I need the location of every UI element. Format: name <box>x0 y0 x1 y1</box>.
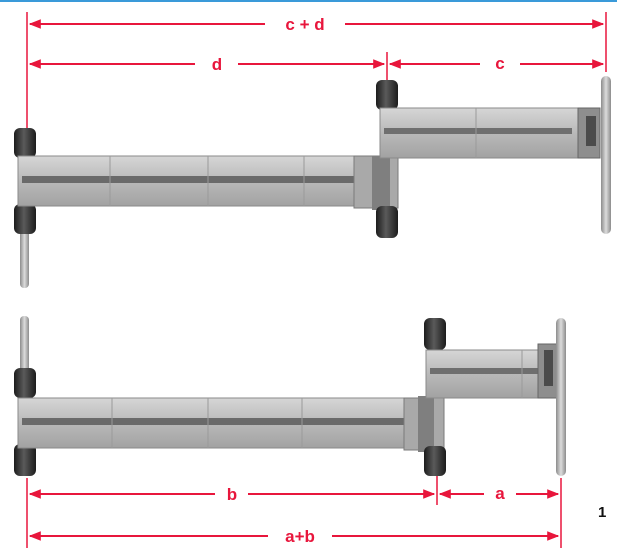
label-b: b <box>227 485 237 504</box>
bottom-short-beam-slot <box>430 368 540 374</box>
bottom-coupling-clamp <box>418 396 434 452</box>
top-middle-pin-cap <box>376 80 398 110</box>
top-coupling-clamp <box>372 156 390 210</box>
top-short-beam-slot <box>384 128 572 134</box>
label-a: a <box>495 484 505 503</box>
top-left-pin-cap <box>14 128 36 158</box>
bottom-middle-pin-base <box>424 446 446 476</box>
label-c: c <box>495 54 504 73</box>
top-long-beam-slot <box>22 176 374 183</box>
top-left-pin-base <box>14 204 36 234</box>
label-c-plus-d: c + d <box>285 15 324 34</box>
bottom-left-rod <box>20 316 29 376</box>
top-border-line <box>0 0 617 2</box>
bottom-right-rod <box>556 318 566 476</box>
bottom-dimensions: b a a+b <box>26 476 562 548</box>
figure-number: 1 <box>598 504 606 521</box>
bottom-right-adjuster-screw <box>544 350 553 386</box>
bottom-left-pin-cap <box>14 368 36 398</box>
label-d: d <box>212 55 222 74</box>
bottom-long-beam-slot <box>22 418 412 425</box>
top-right-adjuster-screw <box>586 116 596 146</box>
top-dimensions: c + d d c <box>26 12 607 128</box>
top-right-rod <box>601 76 611 234</box>
bottom-left-pin-base <box>14 444 36 476</box>
label-a-plus-b: a+b <box>285 527 315 546</box>
top-middle-pin-base <box>376 206 398 238</box>
top-trammel-tool <box>14 76 611 288</box>
bottom-middle-pin-cap <box>424 318 446 350</box>
bottom-trammel-tool <box>14 316 566 476</box>
